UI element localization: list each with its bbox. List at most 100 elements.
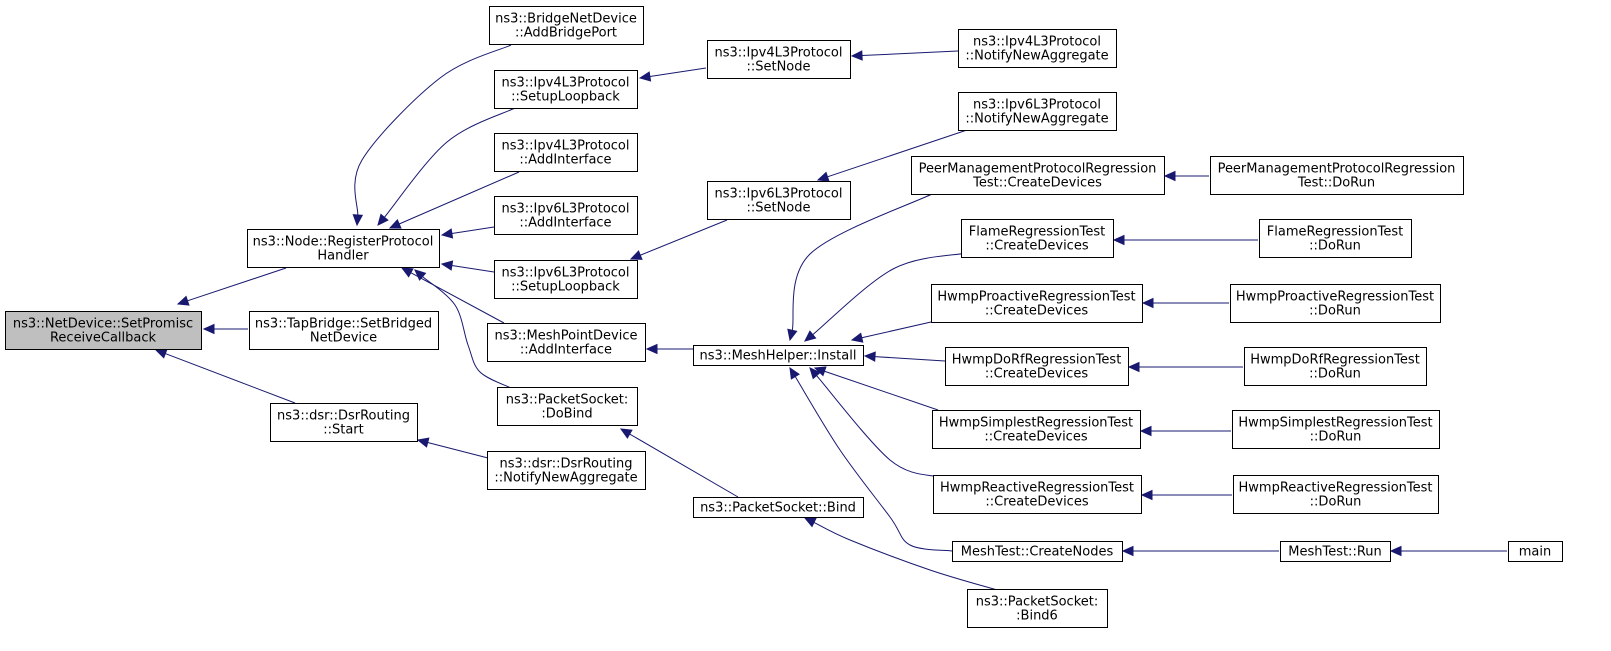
- node-hwmpsimplest-dorun[interactable]: HwmpSimplestRegressionTest::DoRun: [1232, 410, 1440, 449]
- edge-dsrrouting-notifynewaggregate-to-dsrrouting-start: [427, 442, 489, 459]
- node-box: [247, 229, 440, 268]
- node-bridge-addbridgeport[interactable]: ns3::BridgeNetDevice::AddBridgePort: [489, 6, 644, 45]
- node-hwmpreactive-createdevices[interactable]: HwmpReactiveRegressionTest::CreateDevice…: [933, 475, 1142, 514]
- node-label-line: :DoBind: [541, 407, 592, 422]
- node-label-line: HwmpSimplestRegressionTest: [1238, 416, 1432, 431]
- node-peermgmt-dorun[interactable]: PeerManagementProtocolRegressionTest::Do…: [1210, 156, 1464, 195]
- node-box: [967, 589, 1108, 628]
- arrowhead-packetsocket-dobind: [619, 428, 633, 439]
- node-box: [1244, 347, 1427, 386]
- node-box: [494, 70, 638, 109]
- node-box: [707, 181, 851, 220]
- edge-ipv4-addinterface-to-registerprotocolhandler: [398, 171, 520, 225]
- node-ipv6-setnode[interactable]: ns3::Ipv6L3Protocol::SetNode: [707, 181, 851, 220]
- arrowhead-meshtest-run: [1389, 545, 1402, 557]
- node-label-line: ::DoRun: [1309, 367, 1361, 382]
- node-ipv6-addinterface[interactable]: ns3::Ipv6L3Protocol::AddInterface: [494, 196, 638, 235]
- node-label-line: ::AddInterface: [519, 153, 611, 168]
- node-flame-createdevices[interactable]: FlameRegressionTest::CreateDevices: [961, 219, 1114, 258]
- node-hwmpproactive-createdevices[interactable]: HwmpProactiveRegressionTest::CreateDevic…: [931, 284, 1143, 323]
- edge-meshtest-createnodes-to-meshhelper-install: [794, 376, 953, 552]
- node-label-line: ::DoRun: [1310, 430, 1362, 445]
- node-ipv6-setuploopback[interactable]: ns3::Ipv6L3Protocol::SetupLoopback: [494, 260, 638, 299]
- node-label-line: ns3::PacketSocket:: [506, 393, 628, 408]
- node-box: [707, 40, 851, 79]
- node-label-line: HwmpDoRfRegressionTest: [952, 353, 1122, 368]
- node-ipv4-setuploopback[interactable]: ns3::Ipv4L3Protocol::SetupLoopback: [494, 70, 638, 109]
- node-label-line: ::AddBridgePort: [515, 26, 617, 41]
- edge-hwmpdorf-createdevices-to-meshhelper-install: [874, 356, 946, 362]
- node-packetsocket-bind6[interactable]: ns3::PacketSocket::Bind6: [967, 589, 1108, 628]
- node-label-line: ::SetNode: [746, 201, 810, 216]
- edge-ipv6-notifynewaggregate-to-ipv6-setnode: [827, 128, 971, 178]
- arrowhead-ipv6-setnode: [816, 171, 830, 182]
- arrowhead-meshhelper-install: [863, 351, 876, 362]
- node-meshhelper-install[interactable]: ns3::MeshHelper::Install: [693, 345, 864, 366]
- node-hwmpsimplest-createdevices[interactable]: HwmpSimplestRegressionTest::CreateDevice…: [932, 410, 1141, 449]
- node-hwmpproactive-dorun[interactable]: HwmpProactiveRegressionTest::DoRun: [1230, 284, 1441, 323]
- node-dsrrouting-notifynewaggregate[interactable]: ns3::dsr::DsrRouting::NotifyNewAggregate: [487, 451, 646, 490]
- node-flame-dorun[interactable]: FlameRegressionTest::DoRun: [1259, 219, 1412, 258]
- node-label-line: ::SetupLoopback: [511, 280, 620, 295]
- node-hwmpreactive-dorun[interactable]: HwmpReactiveRegressionTest::DoRun: [1233, 475, 1439, 514]
- arrowhead-meshtest-createnodes: [1121, 545, 1134, 557]
- node-hwmpdorf-createdevices[interactable]: HwmpDoRfRegressionTest::CreateDevices: [945, 347, 1129, 386]
- node-box: [1280, 541, 1391, 562]
- edge-dsrrouting-start-to-setpromisc: [165, 353, 296, 404]
- node-label-line: ns3::Ipv4L3Protocol: [502, 139, 630, 154]
- node-box: [1210, 156, 1464, 195]
- node-label-line: ::SetupLoopback: [511, 90, 620, 105]
- edge-packetsocket-bind6-to-packetsocket-bind: [813, 521, 998, 591]
- node-packetsocket-dobind[interactable]: ns3::PacketSocket::DoBind: [497, 387, 638, 426]
- node-label-line: ::NotifyNewAggregate: [965, 112, 1108, 127]
- arrowhead-flame-createdevices: [1112, 234, 1125, 246]
- node-label-line: ns3::Ipv6L3Protocol: [973, 98, 1101, 113]
- node-ipv4-notifynewaggregate[interactable]: ns3::Ipv4L3Protocol::NotifyNewAggregate: [958, 29, 1117, 68]
- node-box: [945, 347, 1129, 386]
- node-label-line: MeshTest::Run: [1288, 545, 1382, 560]
- node-label-line: ::AddInterface: [519, 216, 611, 231]
- node-box: [1232, 410, 1440, 449]
- node-label-line: HwmpProactiveRegressionTest: [1236, 290, 1434, 305]
- node-box: [932, 410, 1141, 449]
- node-label-line: ns3::NetDevice::SetPromisc: [13, 317, 193, 332]
- node-box: [693, 497, 864, 518]
- node-label-line: HwmpProactiveRegressionTest: [937, 290, 1135, 305]
- arrowhead-registerprotocolhandler: [414, 269, 427, 281]
- node-label-line: Test::DoRun: [1297, 176, 1375, 191]
- node-peermgmt-createdevices[interactable]: PeerManagementProtocolRegressionTest::Cr…: [911, 156, 1165, 195]
- node-packetsocket-bind[interactable]: ns3::PacketSocket::Bind: [693, 497, 864, 518]
- arrowhead-setpromisc: [202, 323, 215, 335]
- edge-packetsocket-dobind-to-registerprotocolhandler: [422, 276, 512, 389]
- node-box: [497, 387, 638, 426]
- node-box: [487, 323, 646, 362]
- edge-ipv4-setuploopback-to-registerprotocolhandler: [384, 107, 516, 218]
- node-label-line: NetDevice: [310, 331, 377, 346]
- node-setpromisc[interactable]: ns3::NetDevice::SetPromiscReceiveCallbac…: [5, 311, 202, 350]
- arrowhead-meshhelper-install: [850, 332, 864, 343]
- node-box: [1230, 284, 1441, 323]
- node-meshpoint-addinterface[interactable]: ns3::MeshPointDevice::AddInterface: [487, 323, 646, 362]
- arrowhead-meshhelper-install: [787, 328, 798, 342]
- arrowhead-hwmpproactive-createdevices: [1141, 297, 1154, 309]
- node-main[interactable]: main: [1508, 541, 1563, 562]
- node-label-line: ::DoRun: [1309, 239, 1361, 254]
- node-box: [1233, 475, 1439, 514]
- node-label-line: Test::CreateDevices: [972, 176, 1102, 191]
- node-meshtest-run[interactable]: MeshTest::Run: [1280, 541, 1391, 562]
- edge-ipv6-setuploopback-to-registerprotocolhandler: [451, 265, 495, 273]
- node-box: [249, 311, 439, 350]
- node-ipv4-addinterface[interactable]: ns3::Ipv4L3Protocol::AddInterface: [494, 133, 638, 172]
- node-label-line: ::CreateDevices: [984, 430, 1087, 445]
- edge-hwmpproactive-createdevices-to-meshhelper-install: [861, 321, 932, 339]
- node-meshtest-createnodes[interactable]: MeshTest::CreateNodes: [952, 541, 1123, 562]
- node-ipv6-notifynewaggregate[interactable]: ns3::Ipv6L3Protocol::NotifyNewAggregate: [958, 92, 1117, 131]
- node-label-line: ::SetNode: [746, 60, 810, 75]
- node-label-line: PeerManagementProtocolRegression: [919, 162, 1157, 177]
- node-ipv4-setnode[interactable]: ns3::Ipv4L3Protocol::SetNode: [707, 40, 851, 79]
- node-hwmpdorf-dorun[interactable]: HwmpDoRfRegressionTest::DoRun: [1244, 347, 1427, 386]
- node-dsrrouting-start[interactable]: ns3::dsr::DsrRouting::Start: [270, 403, 418, 442]
